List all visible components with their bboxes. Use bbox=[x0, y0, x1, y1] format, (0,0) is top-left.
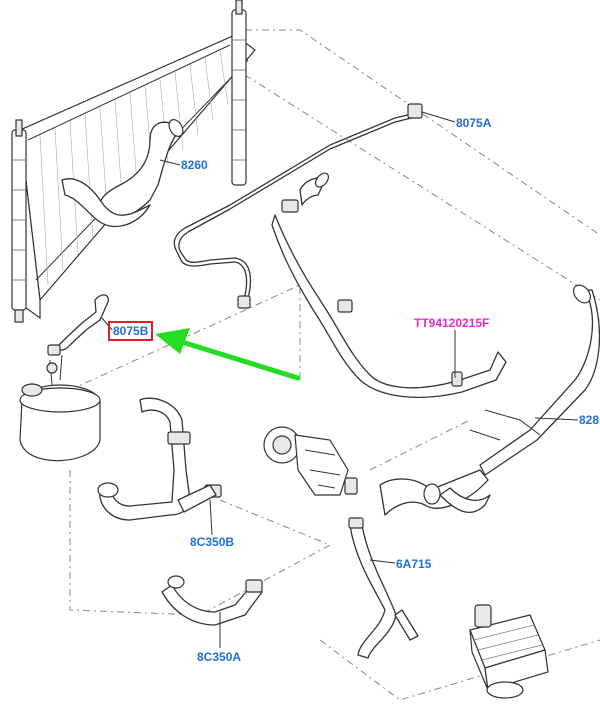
label-8C350A: 8C350A bbox=[197, 650, 242, 664]
label-8075B: 8075B bbox=[108, 321, 154, 341]
expansion-tank bbox=[19, 354, 101, 462]
label-8075A: 8075A bbox=[456, 116, 492, 130]
label-8C350B: 8C350B bbox=[190, 535, 235, 549]
hose-8C350B bbox=[99, 397, 191, 521]
pipe-828 bbox=[479, 289, 600, 476]
label-TT94120215F: TT94120215F bbox=[414, 316, 490, 330]
water-pump bbox=[263, 426, 358, 496]
hose-8C350A bbox=[161, 584, 263, 626]
hose-8260-lower bbox=[61, 178, 151, 228]
hose-TT94120215F bbox=[271, 214, 507, 399]
pointer-arrow-icon bbox=[155, 328, 301, 381]
label-8260: 8260 bbox=[181, 158, 208, 172]
pipe-8075A bbox=[173, 111, 421, 301]
label-6A715: 6A715 bbox=[396, 557, 432, 571]
hose-8075B bbox=[55, 294, 109, 351]
connector-8075A bbox=[407, 103, 423, 119]
label-828: 828 bbox=[579, 413, 600, 427]
radiator bbox=[11, 0, 256, 323]
oil-cooler bbox=[469, 604, 549, 699]
leader-lines bbox=[101, 111, 579, 648]
hose-6A715 bbox=[349, 524, 397, 659]
